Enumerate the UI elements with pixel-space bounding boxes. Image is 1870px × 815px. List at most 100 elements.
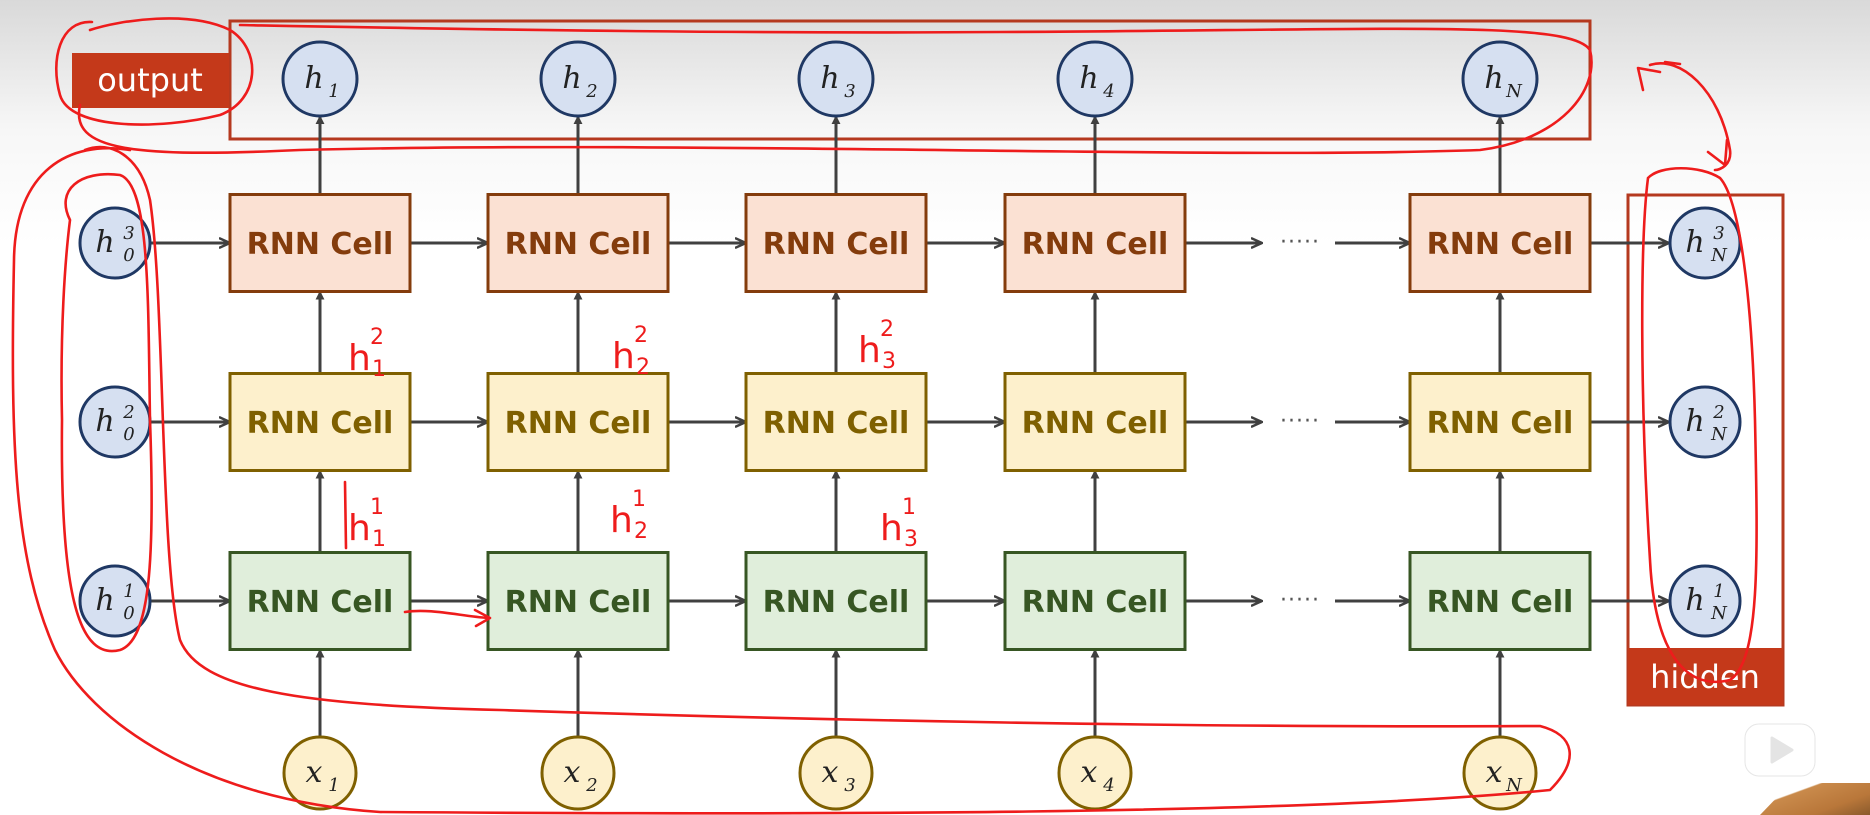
output-node (281, 40, 359, 118)
output-node-label-sub: 2 (585, 81, 597, 102)
input-node-label-base: x (1081, 755, 1098, 790)
ink-hidden-label-sup: 2 (634, 323, 648, 348)
initial-hidden-state-label-base: h (95, 583, 114, 618)
output-node-label-sub: N (1505, 81, 1523, 102)
rnn-cell-label: RNN Cell (1427, 406, 1574, 441)
initial-hidden-state-label-sup: 3 (123, 223, 134, 244)
input-node-label-base: x (564, 755, 581, 790)
rnn-cell: RNN Cell (486, 372, 670, 472)
rnn-cell-label: RNN Cell (505, 227, 652, 262)
ink-hidden-label-sub: 1 (372, 527, 386, 552)
input-node (1462, 735, 1538, 811)
final-hidden-state-label-sup: 1 (1713, 581, 1724, 602)
output-node-label-base: h (562, 61, 581, 96)
ink-arrowhead-bottom (1706, 138, 1729, 167)
input-node-label-base: x (1486, 755, 1503, 790)
output-node-label-base: h (304, 61, 323, 96)
output-node-label-sub: 3 (844, 81, 855, 102)
output-node-label-base: h (820, 61, 839, 96)
output-node-label-sub: 4 (1102, 81, 1114, 102)
rnn-cell-label: RNN Cell (1427, 227, 1574, 262)
initial-hidden-state-node (78, 385, 152, 459)
ink-link-arrow (1648, 62, 1732, 172)
ink-hidden-label-sup: 1 (902, 495, 916, 520)
input-node-label-base: x (822, 755, 839, 790)
final-hidden-state-label-base: h (1685, 225, 1704, 260)
ink-loop-output-frame (77, 23, 1593, 155)
rnn-cell: RNN Cell (486, 193, 670, 293)
final-hidden-state-node (1668, 206, 1742, 280)
final-hidden-state-label-sup: 3 (1713, 223, 1724, 244)
input-node-label-base: x (306, 755, 323, 790)
final-hidden-state-label-sub: N (1710, 603, 1728, 624)
final-hidden-state-node (1668, 564, 1742, 638)
input-node-label-sub: 4 (1102, 775, 1114, 796)
rnn-cell: RNN Cell (486, 551, 670, 651)
ink-loop-final-states (1640, 166, 1758, 684)
rnn-cell-label: RNN Cell (1022, 406, 1169, 441)
initial-hidden-state-label-base: h (95, 225, 114, 260)
output-label-box (72, 53, 229, 108)
rnn-cell: RNN Cell (744, 551, 928, 651)
output-node (1461, 40, 1539, 118)
rnn-cell-box (1003, 372, 1187, 472)
ink-hidden-label-base: h (348, 338, 371, 379)
final-hidden-state-label-sub: N (1710, 424, 1728, 445)
ink-hidden-label-sub: 2 (634, 519, 648, 544)
rnn-cell: RNN Cell (1408, 193, 1592, 293)
rnn-cell-box (744, 193, 928, 293)
ink-hidden-label: h11 (348, 495, 386, 552)
ink-hidden-label-base: h (880, 508, 903, 549)
ink-arrow-recurrent (403, 609, 490, 620)
final-hidden-state-label-sup: 2 (1712, 402, 1724, 423)
rnn-cell-label: RNN Cell (505, 406, 652, 441)
ink-hidden-label-sub: 3 (904, 527, 918, 552)
ink-circle-output-label (55, 17, 254, 126)
rnn-cell: RNN Cell (1003, 193, 1187, 293)
rnn-cell: RNN Cell (228, 372, 412, 472)
rnn-cell-box (744, 372, 928, 472)
rnn-cell-box (228, 372, 412, 472)
ink-hidden-label-sup: 1 (632, 487, 646, 512)
output-node-label-sub: 1 (328, 81, 339, 102)
rnn-cell-label: RNN Cell (505, 585, 652, 620)
output-label: output (97, 61, 203, 99)
rnn-cell-label: RNN Cell (247, 227, 394, 262)
ellipsis: ····· (1280, 409, 1320, 434)
rnn-cell: RNN Cell (1003, 372, 1187, 472)
input-node-label-sub: 3 (844, 775, 855, 796)
ink-tick (1663, 60, 1682, 66)
input-node (282, 735, 358, 811)
rnn-cell-label: RNN Cell (247, 406, 394, 441)
ink-hidden-label-sub: 2 (636, 355, 650, 380)
ellipsis: ····· (1280, 230, 1320, 255)
bilibili-tv-play-icon (1744, 713, 1816, 777)
initial-hidden-state-label-sup: 1 (123, 581, 134, 602)
final-hidden-state-node (1668, 385, 1742, 459)
ink-hidden-label-sub: 3 (882, 349, 896, 374)
rnn-cell: RNN Cell (744, 372, 928, 472)
hidden-label-box (1628, 648, 1783, 705)
ink-hidden-label-sup: 2 (370, 325, 384, 350)
bilibili-watermark[interactable] (1742, 712, 1818, 778)
ink-hidden-label-sup: 1 (370, 495, 384, 520)
rnn-cell: RNN Cell (1003, 551, 1187, 651)
input-node (540, 735, 616, 811)
ink-hidden-label: h22 (612, 323, 650, 380)
rnn-cell: RNN Cell (1408, 551, 1592, 651)
rnn-cell: RNN Cell (744, 193, 928, 293)
rnn-cell: RNN Cell (1408, 372, 1592, 472)
input-node-label-sub: 1 (328, 775, 339, 796)
